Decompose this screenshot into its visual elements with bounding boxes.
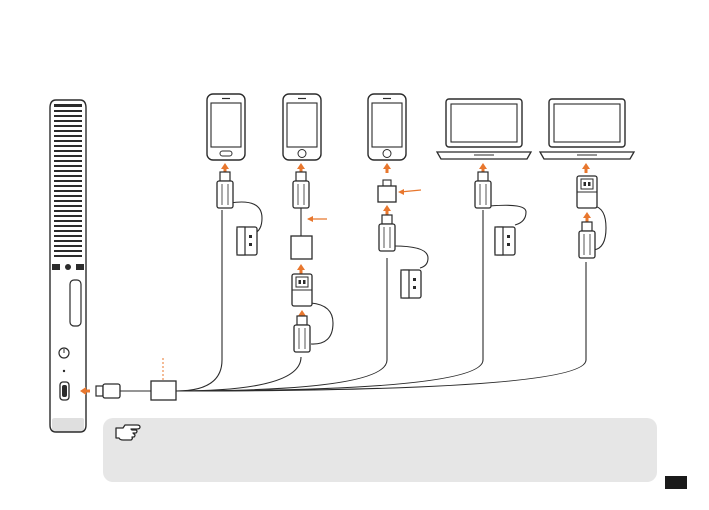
cable-splitter (151, 381, 176, 400)
plug-column-3 (379, 215, 395, 251)
usb-a-column-4 (495, 227, 515, 255)
arrow-to-phone-3 (383, 163, 391, 173)
callout-arrow-3-head (398, 189, 404, 195)
callout-arrow-2-head (307, 216, 313, 222)
usbc-connector-recorder (96, 384, 120, 398)
arrow-column-5-mid (583, 212, 591, 222)
adapter-column-3 (378, 186, 396, 202)
usb-a-column-5 (577, 176, 597, 208)
cable-bundle (120, 202, 606, 391)
page-number-tab (665, 476, 687, 489)
plug-column-2-low (294, 316, 310, 352)
phone-device-3 (368, 94, 406, 160)
recorder-device (50, 100, 86, 432)
pointing-hand-icon (113, 420, 143, 444)
lightning-tip-column-3 (383, 180, 391, 186)
usb-a-column-2 (292, 274, 312, 306)
arrow-column-2-mid (297, 264, 305, 274)
plug-column-5 (579, 222, 595, 258)
usb-a-column-3 (401, 270, 421, 298)
adapter-column-2 (291, 236, 312, 259)
usb-a-column-1 (237, 227, 257, 255)
arrow-column-3-mid (383, 205, 391, 215)
laptop-device-1 (437, 99, 531, 159)
phone-device-2 (283, 94, 321, 160)
plug-column-4 (475, 172, 491, 208)
plug-column-1 (217, 172, 233, 208)
laptop-device-2 (540, 99, 634, 159)
phone-device-1 (207, 94, 245, 160)
arrow-to-laptop-2 (582, 163, 590, 173)
plug-column-2 (293, 172, 309, 208)
note-box (103, 418, 657, 482)
